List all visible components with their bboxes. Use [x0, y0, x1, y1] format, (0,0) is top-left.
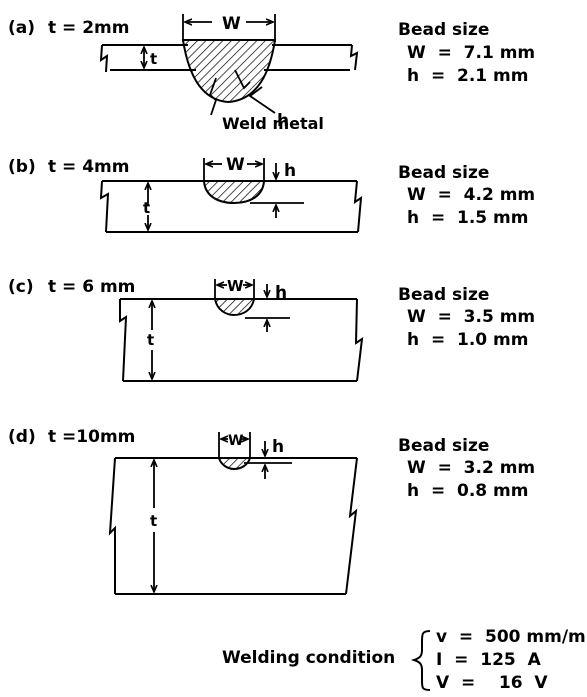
bead-size-d-title: Bead size [398, 436, 489, 456]
bead-size-a-w: W = 7.1 mm [407, 43, 535, 63]
bead-size-c: Bead size W = 3.5 mm h = 1.0 mm [398, 285, 535, 350]
weld-bead-c [213, 298, 256, 317]
t-label-d: t [150, 512, 157, 530]
bead-size-a-h: h = 2.1 mm [407, 66, 528, 86]
bead-size-b-w: W = 4.2 mm [407, 185, 535, 205]
h-label-b: h [284, 161, 296, 181]
w-label-c: W [227, 277, 244, 295]
w-dimension-c [214, 279, 255, 300]
panel-c: (c) t = 6 mm W h t Bead size [8, 277, 535, 382]
w-dimension-a [182, 14, 276, 42]
bead-size-b-title: Bead size [398, 163, 489, 183]
h-label-a: h [277, 111, 289, 131]
bead-size-b: Bead size W = 4.2 mm h = 1.5 mm [398, 163, 535, 228]
w-dimension-d [218, 432, 251, 459]
welding-condition: Welding condition v = 500 mm/min I = 125… [222, 627, 587, 693]
h-label-d: h [272, 437, 284, 457]
bead-size-c-title: Bead size [398, 285, 489, 305]
panel-b-thickness: t = 4mm [48, 157, 129, 177]
bead-size-d-h: h = 0.8 mm [407, 481, 528, 501]
weld-metal-label: Weld metal [222, 114, 324, 133]
bead-size-a-title: Bead size [398, 20, 489, 40]
bead-size-d: Bead size W = 3.2 mm h = 0.8 mm [398, 436, 535, 501]
condition-voltage: V = 16 V [436, 673, 548, 693]
panel-d-thickness: t =10mm [48, 427, 135, 447]
bead-size-b-h: h = 1.5 mm [407, 208, 528, 228]
bead-size-a: Bead size W = 7.1 mm h = 2.1 mm [398, 20, 535, 86]
panel-b-label: (b) [8, 157, 36, 177]
plate-a [99, 44, 359, 73]
weld-bead-d [217, 457, 252, 471]
w-label-a: W [222, 14, 241, 34]
t-label-c: t [147, 331, 154, 349]
condition-current: I = 125 A [436, 650, 542, 670]
panel-d: (d) t =10mm W h t Bead size W [8, 427, 535, 595]
leaders-a [208, 69, 276, 116]
panel-d-label: (d) [8, 427, 36, 447]
h-dimension-d [244, 441, 292, 479]
panel-a-thickness: t = 2mm [48, 18, 129, 38]
t-label-a: t [150, 50, 157, 68]
weld-bead-b [202, 180, 266, 205]
panel-c-thickness: t = 6 mm [48, 277, 135, 297]
bead-size-c-w: W = 3.5 mm [407, 307, 535, 327]
bead-size-d-w: W = 3.2 mm [407, 458, 535, 478]
t-label-b: t [143, 199, 150, 217]
panel-a: (a) t = 2mm W t [8, 14, 535, 133]
h-dimension-b [250, 163, 304, 218]
condition-speed: v = 500 mm/min [436, 627, 587, 647]
w-dimension-b [203, 158, 265, 182]
panel-a-label: (a) [8, 18, 35, 38]
panel-b: (b) t = 4mm W h t Bead size W [8, 155, 535, 233]
h-label-c: h [275, 283, 287, 303]
panel-c-label: (c) [8, 277, 34, 297]
w-label-b: W [226, 155, 245, 175]
curly-brace [410, 630, 431, 691]
weld-bead-a [181, 39, 277, 104]
w-label-d: W [228, 433, 243, 449]
bead-size-c-h: h = 1.0 mm [407, 330, 528, 350]
h-dimension-c [245, 284, 290, 332]
plate-d [108, 457, 358, 595]
welding-condition-title: Welding condition [222, 648, 395, 668]
